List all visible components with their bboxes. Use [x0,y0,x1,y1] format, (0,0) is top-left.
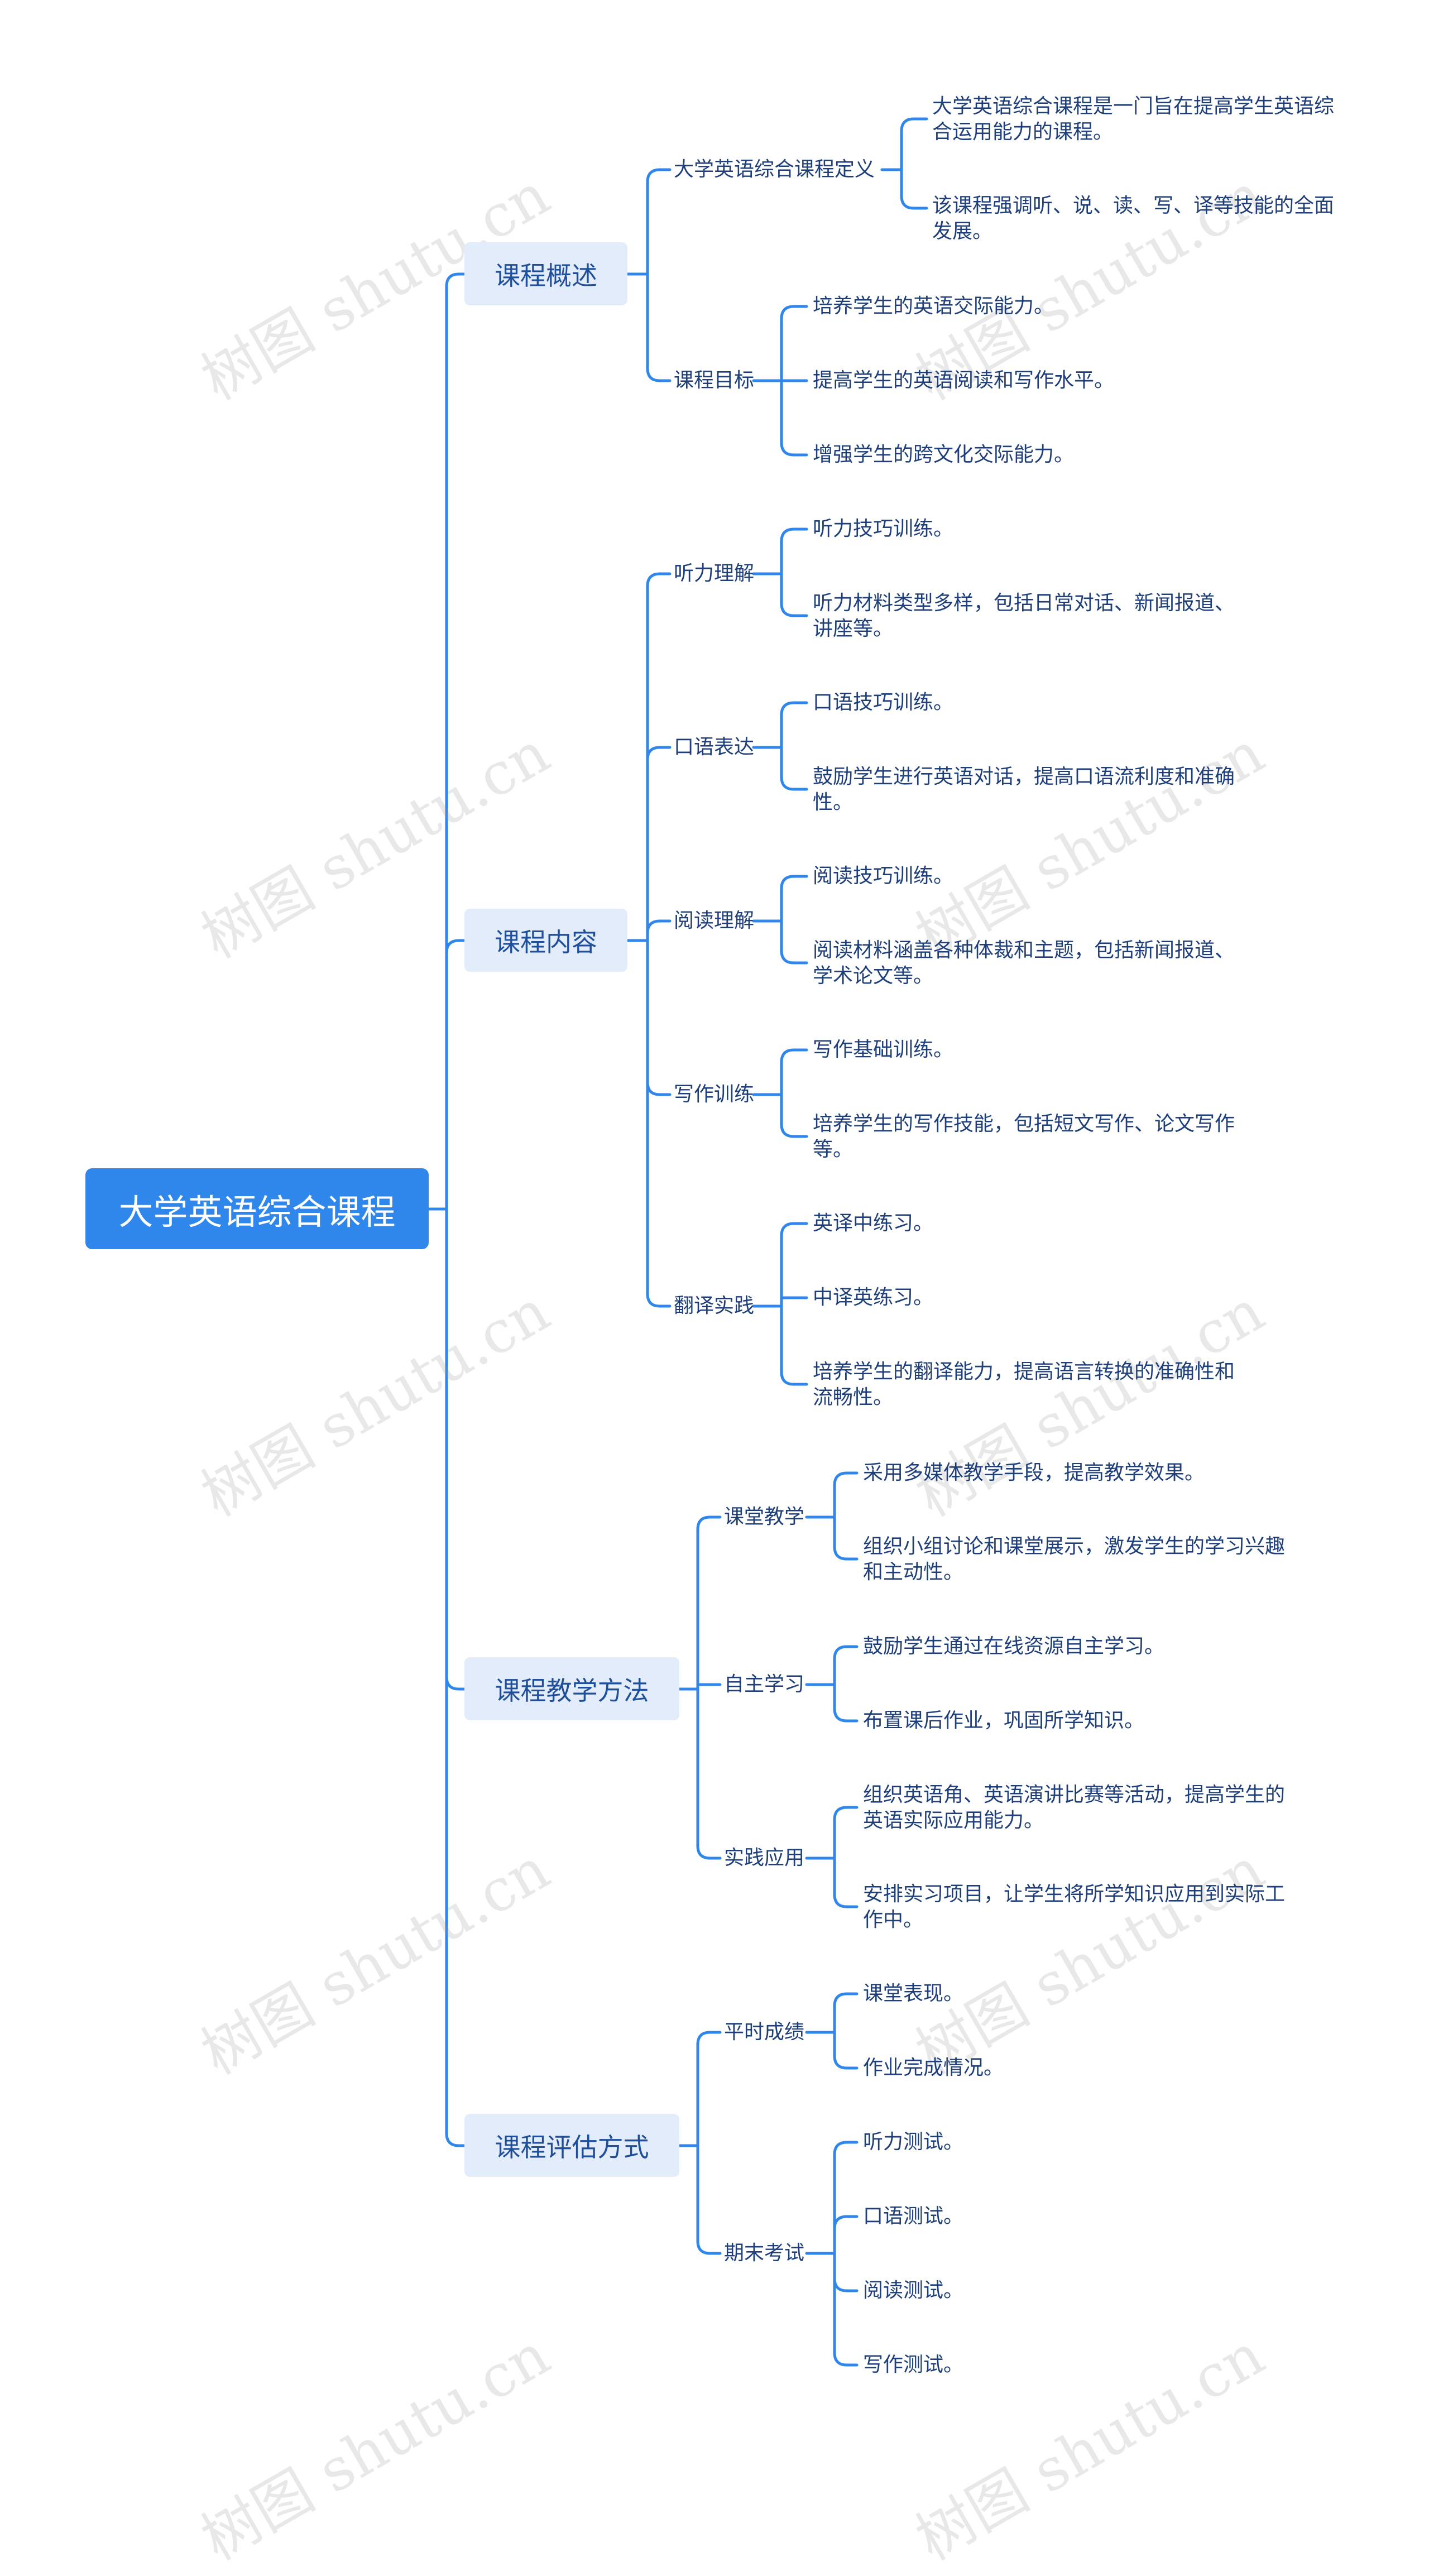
subtopic-goals[interactable]: 课程目标 [674,369,755,392]
leaf-item[interactable]: 口语测试。 [863,2205,964,2228]
leaf-item[interactable]: 听力测试。 [863,2131,964,2153]
connector-line [445,939,466,954]
subtopic-self-study[interactable]: 自主学习 [724,1673,805,1696]
leaf-item[interactable]: 鼓励学生进行英语对话，提高口语流利度和准确性。 [813,765,1235,814]
connector-line [833,2215,859,2230]
leaf-item[interactable]: 增强学生的跨文化交际能力。 [813,443,1075,466]
watermark: 树图 shutu.cn [904,718,1275,972]
connector-line [445,2132,466,2147]
connector-line [646,1292,672,1308]
connector-line [780,441,808,457]
connector-line [646,746,672,761]
connector-line [833,1471,859,1487]
leaf-item[interactable]: 提高学生的英语阅读和写作水平。 [813,369,1115,392]
branch-assessment[interactable]: 课程评估方式 [464,2114,679,2177]
connector-line [696,2031,722,2046]
connector-line [646,367,672,382]
branch-course-overview[interactable]: 课程概述 [464,242,627,305]
connector-line [833,1707,859,1723]
leaf-item[interactable]: 课堂表现。 [863,1982,964,2005]
subtopic-regular-grades[interactable]: 平时成绩 [724,2021,805,2043]
connector-line [833,1645,859,1661]
connector-line [646,1081,672,1096]
connector-line [780,875,808,890]
connector-line [780,1122,808,1138]
connector-line [833,1806,859,1821]
leaf-item[interactable]: 培养学生的翻译能力，提高语言转换的准确性和流畅性。 [813,1360,1235,1409]
connector-line [646,919,672,935]
connector-line [646,572,672,588]
leaf-item[interactable]: 阅读技巧训练。 [813,865,954,888]
leaf-item[interactable]: 听力材料类型多样，包括日常对话、新闻报道、讲座等。 [813,592,1235,640]
watermark: 树图 shutu.cn [190,2320,561,2574]
subtopic-translation[interactable]: 翻译实践 [674,1294,755,1317]
connector-line [780,701,808,717]
subtopic-reading[interactable]: 阅读理解 [674,909,755,932]
connector-line [445,1675,466,1691]
connector-line [780,1222,808,1237]
connector-line [780,1370,808,1386]
connector-line [900,194,928,210]
watermark: 树图 shutu.cn [904,1835,1275,2088]
leaf-item[interactable]: 安排实习项目，让学生将所学知识应用到实际工作中。 [863,1883,1286,1931]
leaf-item[interactable]: 口语技巧训练。 [813,691,954,714]
connector-line [646,168,672,184]
connector-line [696,2239,722,2255]
connector-line [780,305,808,320]
leaf-item[interactable]: 培养学生的英语交际能力。 [813,295,1054,318]
connector-line [780,527,808,543]
connector-line [833,2141,859,2156]
branch-teaching-methods[interactable]: 课程教学方法 [464,1657,679,1720]
connector-line [833,2277,859,2292]
connector-line [696,1844,722,1860]
connector-line [780,602,808,617]
subtopic-practice[interactable]: 实践应用 [724,1846,805,1869]
subtopic-writing[interactable]: 写作训练 [674,1083,755,1106]
leaf-item[interactable]: 英译中练习。 [813,1212,934,1235]
leaf-item[interactable]: 写作测试。 [863,2353,964,2376]
connector-line [696,1515,722,1531]
watermark: 树图 shutu.cn [904,2320,1275,2574]
leaf-item[interactable]: 听力技巧训练。 [813,517,954,540]
leaf-item[interactable]: 采用多媒体教学手段，提高教学效果。 [863,1461,1205,1484]
subtopic-listening[interactable]: 听力理解 [674,562,755,585]
leaf-item[interactable]: 阅读材料涵盖各种体裁和主题，包括新闻报道、学术论文等。 [813,939,1235,987]
watermark: 树图 shutu.cn [190,1277,561,1530]
connector-line [833,1893,859,1908]
leaf-item[interactable]: 中译英练习。 [813,1286,934,1309]
connector-line [833,2054,859,2070]
leaf-item[interactable]: 组织小组讨论和课堂展示，激发学生的学习兴趣和主动性。 [863,1535,1286,1584]
connector-line [833,1992,859,2008]
connector-line [780,949,808,965]
subtopic-final-exam[interactable]: 期末考试 [724,2242,805,2265]
root-topic[interactable]: 大学英语综合课程 [85,1168,429,1249]
subtopic-classroom[interactable]: 课堂教学 [724,1505,805,1528]
leaf-item[interactable]: 鼓励学生通过在线资源自主学习。 [863,1635,1165,1658]
connector-line [833,2351,859,2367]
leaf-item[interactable]: 该课程强调听、说、读、写、译等技能的全面发展。 [932,194,1335,243]
subtopic-definition[interactable]: 大学英语综合课程定义 [674,158,875,181]
connector-line [780,1048,808,1064]
leaf-item[interactable]: 布置课后作业，巩固所学知识。 [863,1709,1145,1732]
connector-line [780,775,808,791]
branch-course-content[interactable]: 课程内容 [464,909,627,972]
leaf-item[interactable]: 组织英语角、英语演讲比赛等活动，提高学生的英语实际应用能力。 [863,1783,1286,1832]
subtopic-speaking[interactable]: 口语表达 [674,736,755,759]
watermark: 树图 shutu.cn [190,1835,561,2088]
leaf-item[interactable]: 作业完成情况。 [863,2056,1004,2079]
leaf-item[interactable]: 培养学生的写作技能，包括短文写作、论文写作等。 [813,1112,1235,1161]
connector-line [900,117,928,133]
leaf-item[interactable]: 大学英语综合课程是一门旨在提高学生英语综合运用能力的课程。 [932,95,1335,143]
connector-line [833,1545,859,1561]
leaf-item[interactable]: 阅读测试。 [863,2279,964,2302]
leaf-item[interactable]: 写作基础训练。 [813,1038,954,1061]
